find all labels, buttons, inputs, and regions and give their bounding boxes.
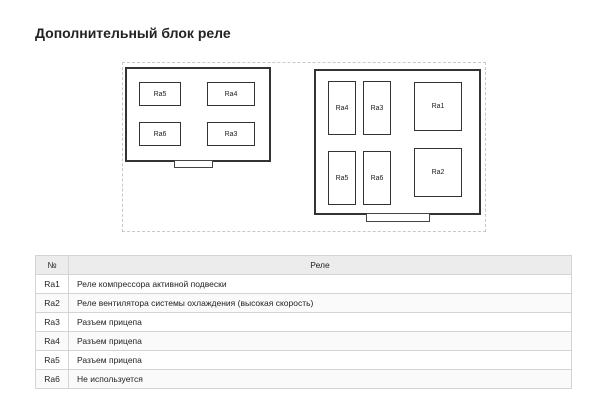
relay-description: Разъем прицепа xyxy=(68,331,572,351)
left-relay-ra3: Ra3 xyxy=(207,122,255,146)
left-block-connector xyxy=(174,160,213,168)
relay-number: Ra3 xyxy=(35,312,69,332)
relay-description: Реле компрессора активной подвески xyxy=(68,274,572,294)
table-row: Ra2 Реле вентилятора системы охлаждения … xyxy=(35,293,572,313)
relay-description: Разъем прицепа xyxy=(68,350,572,370)
right-relay-ra2: Ra2 xyxy=(414,148,462,197)
column-header-number: № xyxy=(35,255,69,275)
column-header-relay: Реле xyxy=(68,255,572,275)
right-relay-ra6: Ra6 xyxy=(363,151,391,205)
table-header-row: № Реле xyxy=(35,255,572,275)
relay-number: Ra2 xyxy=(35,293,69,313)
table-row: Ra5 Разъем прицепа xyxy=(35,350,572,370)
relay-number: Ra5 xyxy=(35,350,69,370)
table-row: Ra3 Разъем прицепа xyxy=(35,312,572,332)
page-title: Дополнительный блок реле xyxy=(35,25,231,41)
table-row: Ra6 Не используется xyxy=(35,369,572,389)
right-block-connector xyxy=(366,213,430,222)
table-row: Ra1 Реле компрессора активной подвески xyxy=(35,274,572,294)
relay-description: Не используется xyxy=(68,369,572,389)
relay-block-diagram: Ra5 Ra4 Ra6 Ra3 Ra4 Ra3 Ra1 Ra5 Ra6 Ra2 xyxy=(122,62,486,232)
left-relay-ra4: Ra4 xyxy=(207,82,255,106)
left-relay-ra6: Ra6 xyxy=(139,122,181,146)
relay-table: № Реле Ra1 Реле компрессора активной под… xyxy=(35,255,572,389)
right-relay-ra5: Ra5 xyxy=(328,151,356,205)
right-relay-ra3: Ra3 xyxy=(363,81,391,135)
relay-number: Ra6 xyxy=(35,369,69,389)
table-row: Ra4 Разъем прицепа xyxy=(35,331,572,351)
relay-description: Реле вентилятора системы охлаждения (выс… xyxy=(68,293,572,313)
relay-description: Разъем прицепа xyxy=(68,312,572,332)
right-relay-ra4: Ra4 xyxy=(328,81,356,135)
right-relay-ra1: Ra1 xyxy=(414,82,462,131)
left-relay-ra5: Ra5 xyxy=(139,82,181,106)
relay-number: Ra1 xyxy=(35,274,69,294)
relay-number: Ra4 xyxy=(35,331,69,351)
